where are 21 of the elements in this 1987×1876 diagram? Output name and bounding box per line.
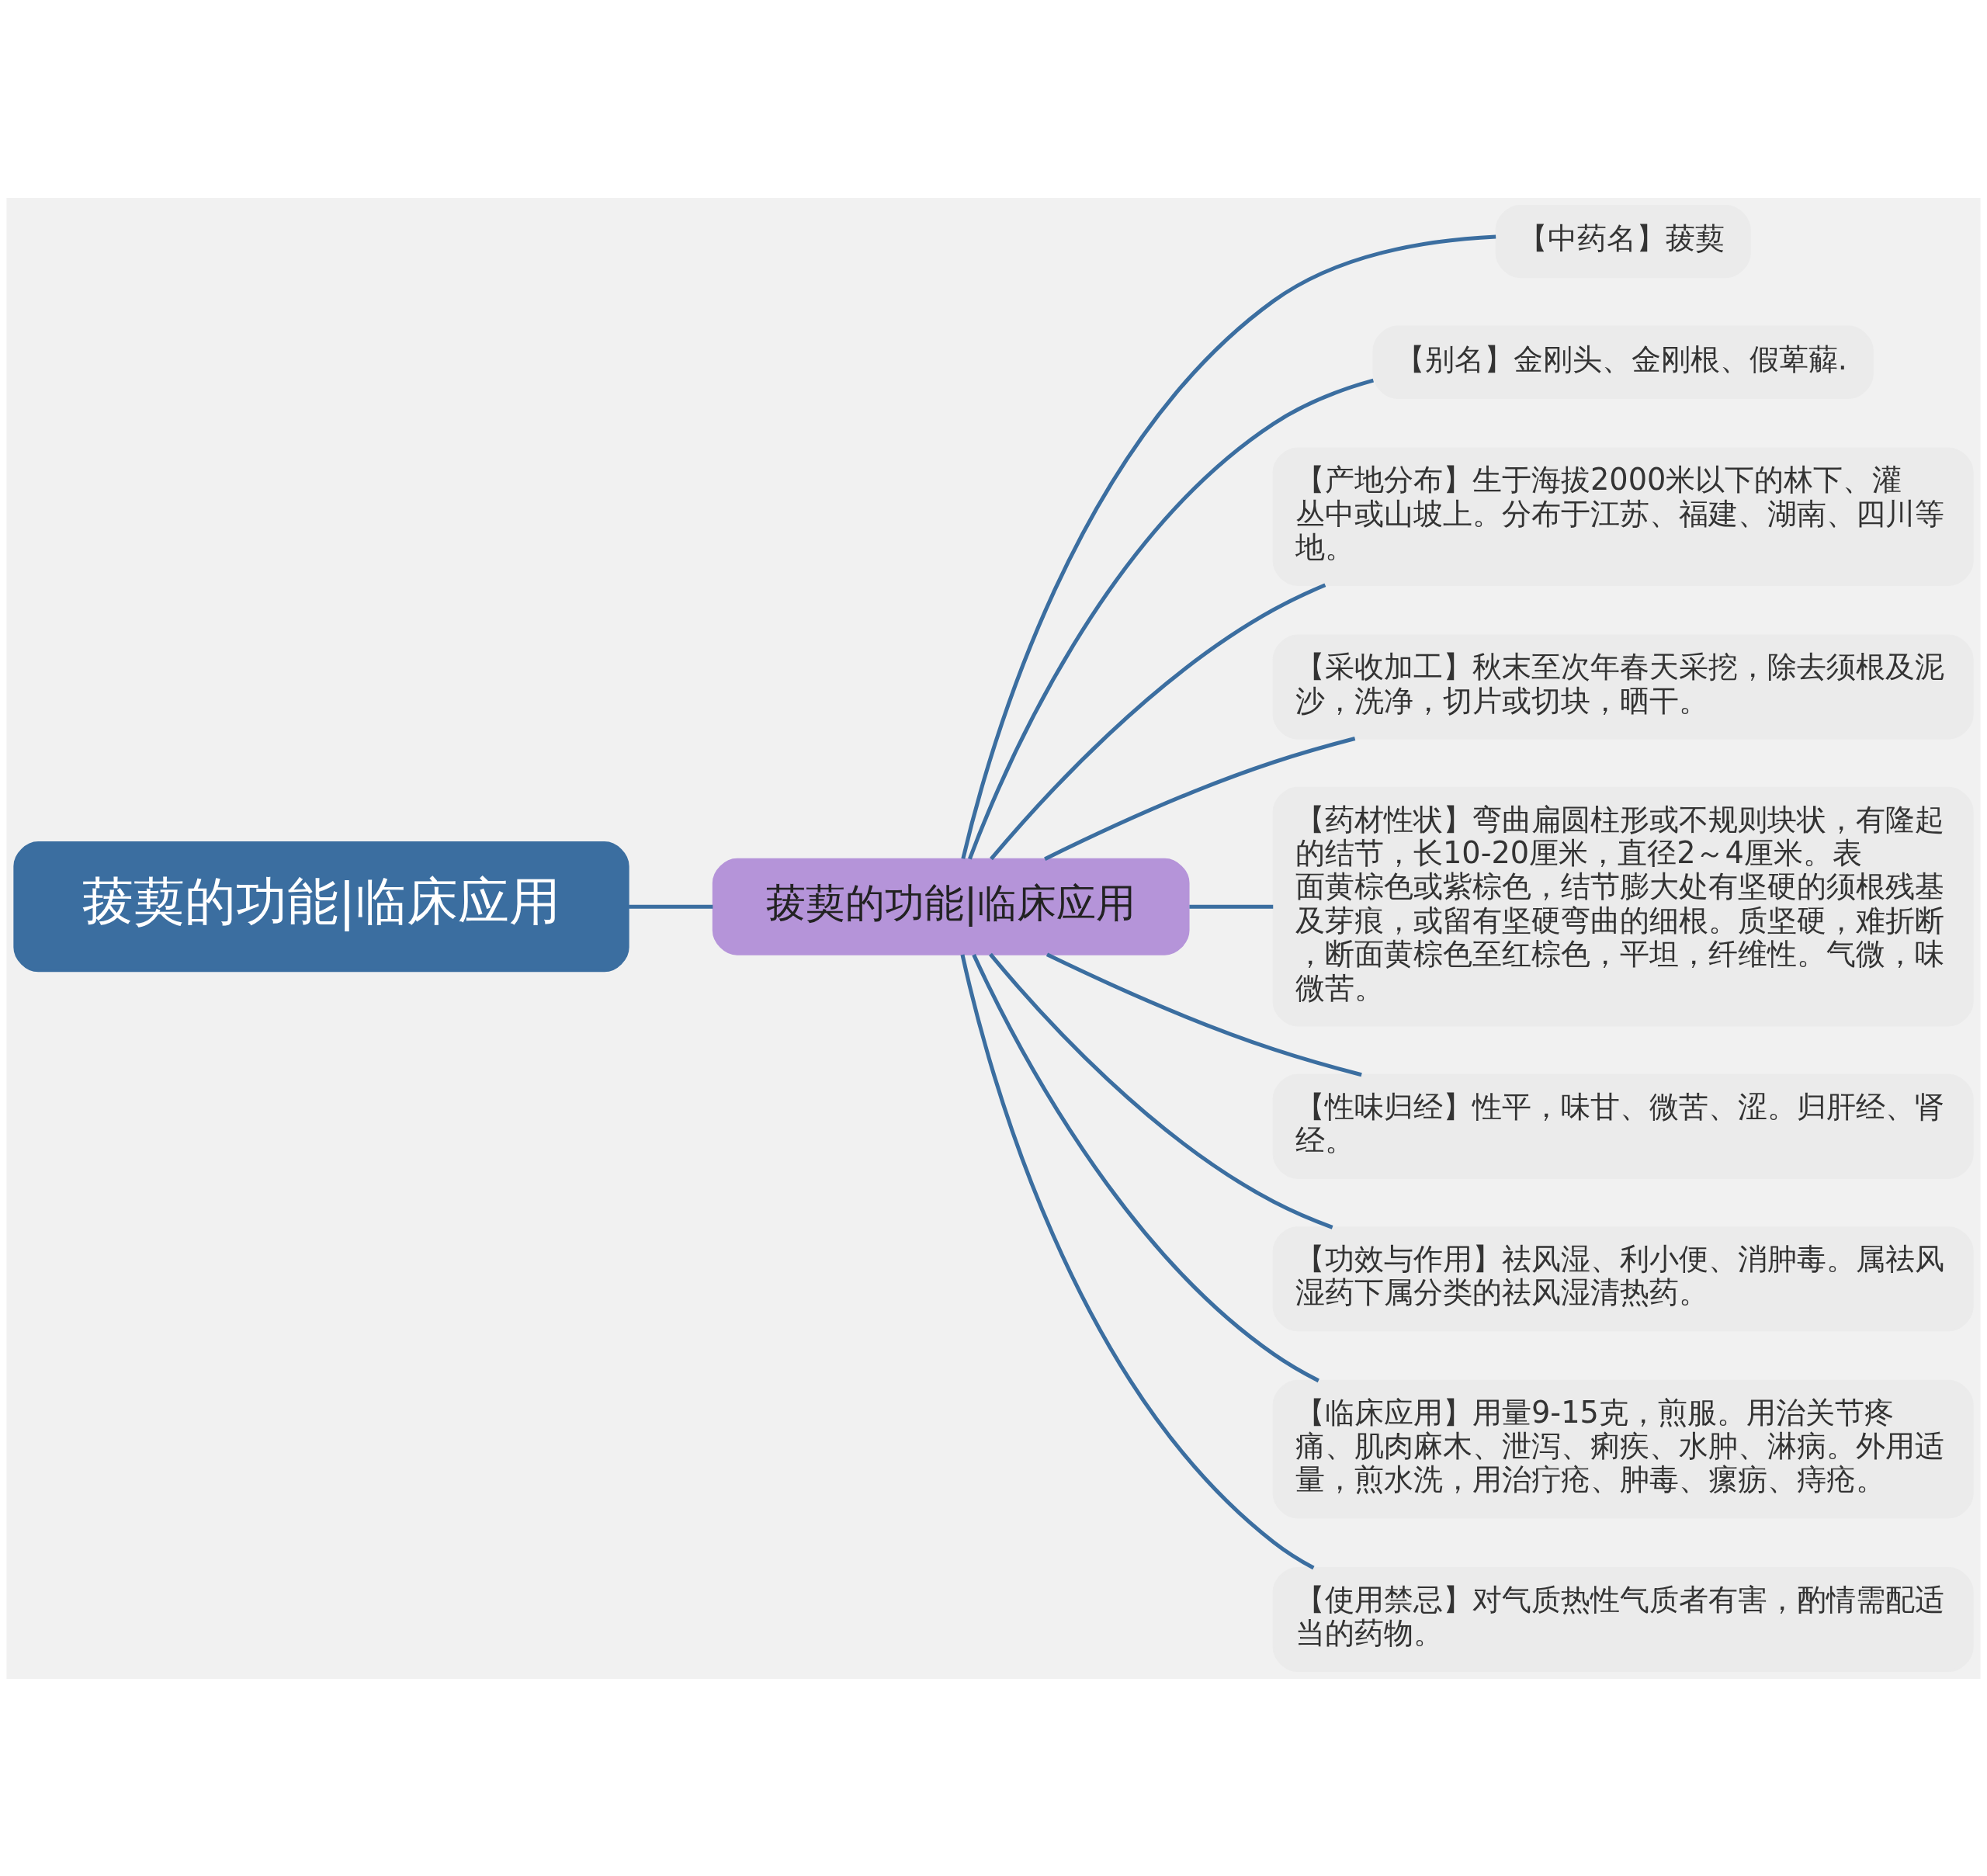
connector xyxy=(1189,904,1274,909)
connector xyxy=(961,234,1496,859)
connector xyxy=(960,953,1315,1569)
node-box: 【药材性状】弯曲扁圆柱形或不规则块状，有隆起的结节，长10-20厘米，直径2～4厘米。表面黄棕色或紫棕色，结节膨大处有坚硬的须根残基及芽痕，或留有坚硬弯曲的细根。质坚硬，难折断，断面黄棕色至红棕色，平坦，纤维性。气微，味微苦。 xyxy=(1272,786,1974,1026)
node-box: 【使用禁忌】对气质热性气质者有害，酌情需配适当的药物。 xyxy=(1272,1566,1974,1672)
node-box: 菝葜的功能|临床应用 xyxy=(712,858,1190,955)
connector xyxy=(629,904,713,909)
node-box: 【临床应用】用量9-15克，煎服。用治关节疼痛、肌肉麻木、泄泻、痢疾、水肿、淋病。外用适量，煎水洗，用治疔疮、肿毒、瘰疬、痔疮。 xyxy=(1272,1379,1974,1518)
node-box: 【别名】金刚头、金刚根、假萆薢. xyxy=(1372,325,1874,399)
node-box: 【采收加工】秋末至次年春天采挖，除去须根及泥沙，洗净，切片或切块，晒干。 xyxy=(1272,633,1974,740)
connector xyxy=(990,582,1326,860)
node-box: 【功效与作用】祛风湿、利小便、消肿毒。属祛风湿药下属分类的祛风湿清热药。 xyxy=(1272,1226,1974,1331)
node-box: 【性味归经】性平，味甘、微苦、涩。归肝经、肾经。 xyxy=(1272,1073,1974,1179)
connector xyxy=(1046,952,1362,1077)
connector xyxy=(1044,736,1356,861)
node-box: 【中药名】菝葜 xyxy=(1495,204,1751,278)
connector xyxy=(968,378,1375,859)
node-box: 【产地分布】生于海拔2000米以下的林下、灌丛中或山坡上。分布于江苏、福建、湖南、四川等地。 xyxy=(1272,446,1974,586)
connector xyxy=(989,952,1333,1229)
connector xyxy=(972,953,1319,1382)
node-box: 菝葜的功能|临床应用 xyxy=(13,841,629,972)
